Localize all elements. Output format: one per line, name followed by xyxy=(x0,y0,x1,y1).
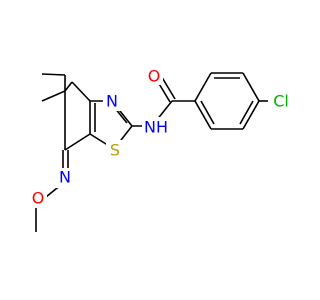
bond-benzene-4 xyxy=(242,100,260,130)
bond-benzene-1 xyxy=(194,72,212,102)
o-methoxy-label: O xyxy=(32,189,45,208)
bonds-group xyxy=(35,72,272,232)
o-methoxy-background xyxy=(29,188,47,208)
o-carbonyl-background xyxy=(145,67,163,85)
bond-benzene-6 xyxy=(194,100,212,130)
cl-background xyxy=(268,91,294,111)
n-thiazole-label: N xyxy=(106,92,118,111)
bond-benzene-6-inner xyxy=(200,100,215,125)
n-oxime-label: N xyxy=(59,168,71,187)
bond-benzene-4-inner xyxy=(239,100,254,125)
s-thiazole-background xyxy=(106,140,124,160)
n-oxime-background xyxy=(56,168,74,188)
bond-methyl-1-tail xyxy=(41,73,66,76)
bond-ring-c3a-c4 xyxy=(71,81,91,102)
atom-labels-group: O Cl N NH S N O xyxy=(29,67,294,208)
bond-ring-c4-c5 xyxy=(64,81,73,92)
o-carbonyl-label: O xyxy=(148,67,161,86)
cl-label: Cl xyxy=(273,92,289,111)
s-thiazole-label: S xyxy=(110,141,120,160)
bond-ring-c7-c7a xyxy=(64,133,91,151)
bond-methyl-2 xyxy=(41,90,66,102)
nh-amide-label: NH xyxy=(144,118,168,137)
molecule-structure-diagram: O Cl N NH S N O xyxy=(29,66,294,232)
bond-benzene-3 xyxy=(242,72,260,102)
nh-amide-background xyxy=(142,117,170,137)
n-thiazole-background xyxy=(103,91,121,111)
